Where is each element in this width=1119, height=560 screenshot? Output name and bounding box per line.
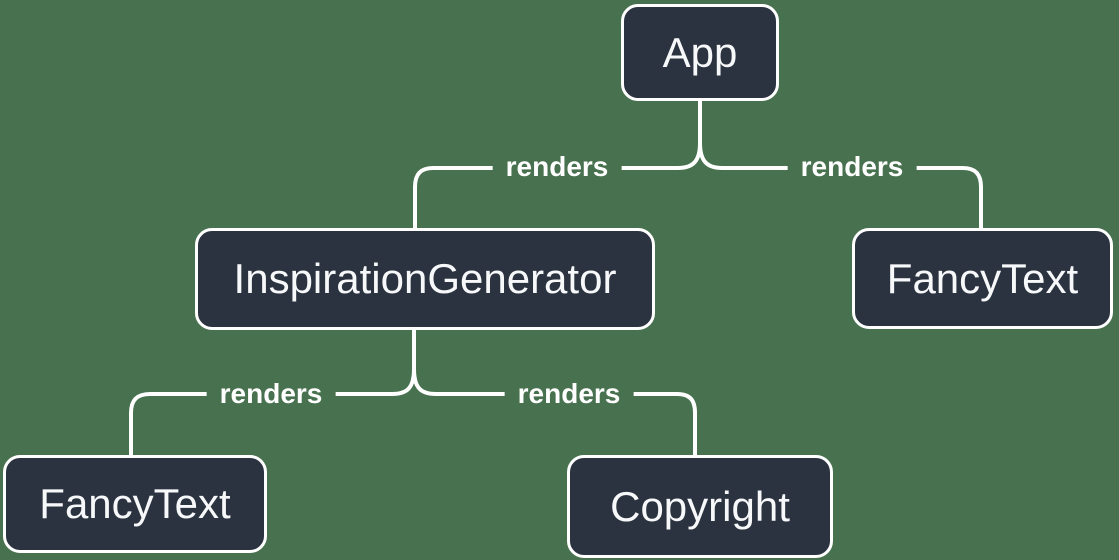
edge-label-inspiration-generator-copyright: renders [504,378,634,410]
edge-app-to-fancy-text [698,141,983,231]
node-app: App [621,4,779,101]
node-fancy-text-bottom-left-label: FancyText [39,480,231,527]
node-app-label: App [662,28,738,76]
node-fancy-text-top-right-label: FancyText [886,254,1079,302]
node-fancy-text-bottom-left: FancyText [3,455,267,553]
node-inspiration-generator-label: InspirationGenerator [233,255,617,302]
node-inspiration-generator: InspirationGenerator [195,228,655,330]
node-copyright-label: Copyright [610,482,790,530]
edge-label-app-fancy-text: renders [787,151,917,183]
node-copyright: Copyright [567,455,833,558]
edge-label-inspiration-generator-fancy-text: renders [206,378,336,410]
edge-inspiration-generator-to-fancy-text [129,367,416,458]
edge-inspiration-generator-to-copyright [412,367,697,458]
edge-label-app-inspiration-generator: renders [492,151,622,183]
edge-app-to-inspiration-generator [413,141,702,231]
node-fancy-text-top-right: FancyText [852,228,1113,329]
